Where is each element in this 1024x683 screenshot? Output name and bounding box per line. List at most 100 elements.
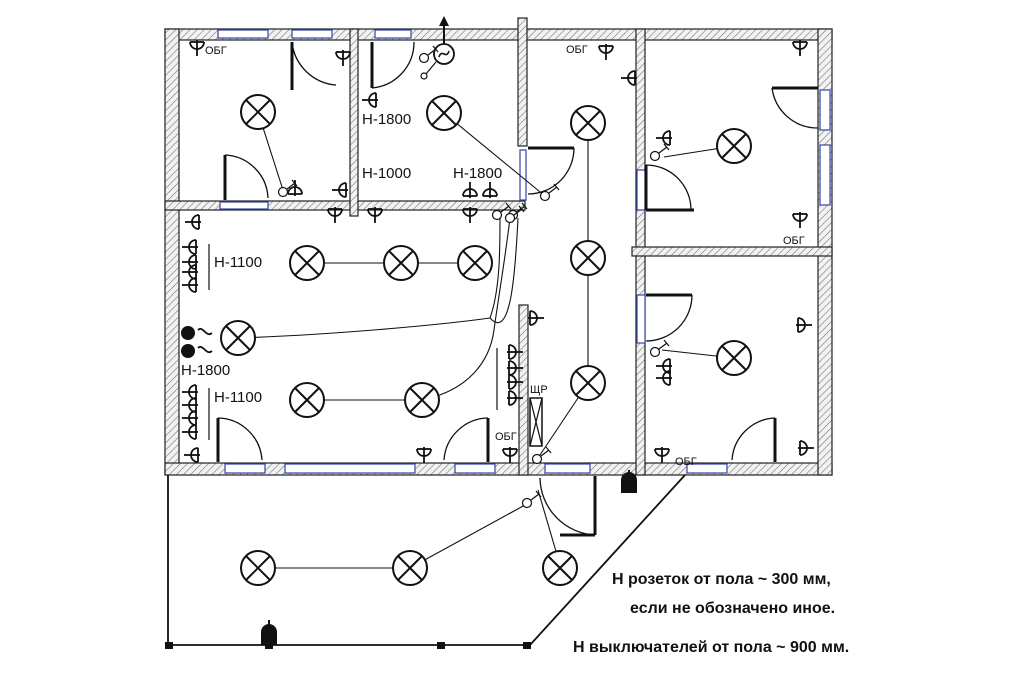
- wall-left: [164, 28, 180, 475]
- lamp-icon: [240, 550, 276, 586]
- wall-mid-right: [631, 246, 833, 257]
- bell-icon: [261, 620, 277, 645]
- installation-notes: Н розеток от пола ~ 300 мм, если не обоз…: [573, 571, 849, 656]
- lamp-icon: [404, 382, 440, 418]
- window-icon: [544, 463, 591, 474]
- wall-mid-left: [164, 200, 526, 211]
- door-icon: [731, 417, 777, 462]
- socket-icon: [182, 239, 198, 255]
- height-label: Н-1800: [181, 362, 230, 379]
- window-icon: [224, 463, 266, 474]
- walls: [164, 17, 833, 476]
- terrace-outline: [165, 474, 686, 649]
- switches: [277, 45, 670, 509]
- lamps: [220, 94, 752, 586]
- socket-icon: [182, 277, 198, 293]
- lamp-icon: [570, 105, 606, 141]
- lamp-icon: [289, 245, 325, 281]
- window-icon: [519, 149, 527, 201]
- fan-icon: [420, 16, 455, 80]
- windows: [217, 29, 831, 474]
- window-icon: [291, 29, 333, 39]
- lamp-icon: [716, 128, 752, 164]
- socket-icon: [182, 424, 198, 440]
- window-icon: [374, 29, 412, 39]
- switch-icon: [539, 183, 560, 202]
- socket-icon: [507, 374, 523, 390]
- door-icon: [223, 154, 269, 200]
- socket-icon: [502, 447, 518, 463]
- switch-icon: [491, 202, 512, 221]
- socket-icon: [362, 92, 378, 108]
- switch-icon: [521, 490, 542, 509]
- panel-icon: [529, 397, 543, 447]
- power-socket-icon: [181, 326, 213, 358]
- obg-label: ОБГ: [495, 431, 517, 443]
- door-icon: [539, 476, 597, 537]
- lamp-icon: [289, 382, 325, 418]
- socket-icon: [189, 40, 205, 56]
- height-label: Н-1800: [362, 111, 411, 128]
- switch-icon: [418, 45, 439, 64]
- socket-icon: [182, 264, 198, 280]
- note-sockets-height: Н розеток от пола ~ 300 мм,: [612, 571, 831, 588]
- socket-icon: [792, 40, 808, 56]
- window-icon: [819, 89, 831, 131]
- switch-icon: [531, 446, 552, 465]
- door-icon: [443, 417, 490, 462]
- obg-label: ОБГ: [783, 235, 805, 247]
- window-icon: [219, 201, 269, 210]
- lamp-icon: [716, 340, 752, 376]
- doors: [216, 41, 819, 537]
- lamp-icon: [570, 240, 606, 276]
- socket-icon: [184, 447, 200, 463]
- wall-v-520: [517, 17, 528, 147]
- door-icon: [771, 86, 819, 129]
- lamp-icon: [392, 550, 428, 586]
- door-icon: [290, 41, 337, 90]
- height-label: Н-1100: [214, 389, 262, 406]
- switch-icon: [649, 339, 670, 358]
- obg-label: ОБГ: [566, 44, 588, 56]
- socket-icon: [327, 207, 343, 223]
- socket-icon: [482, 182, 498, 198]
- socket-icon: [182, 384, 198, 400]
- window-icon: [636, 169, 646, 211]
- height-brackets: [208, 244, 498, 440]
- bell-icon: [621, 470, 637, 493]
- socket-icon: [656, 130, 672, 146]
- socket-icon: [335, 50, 351, 66]
- door-icon: [370, 41, 415, 89]
- socket-icon: [462, 182, 478, 198]
- wires: [237, 111, 735, 569]
- sockets: [182, 40, 814, 463]
- window-icon: [686, 463, 728, 474]
- lamp-icon: [426, 95, 462, 131]
- height-label: Н-1100: [214, 254, 262, 271]
- switch-icon: [504, 205, 525, 224]
- socket-icon: [462, 207, 478, 223]
- labels: ОБГ ОБГ ОБГ ОБГ ОБГ Н-1800 Н-1000 Н-1800…: [181, 44, 805, 468]
- door-icon: [216, 417, 263, 462]
- lamp-icon: [383, 245, 419, 281]
- socket-icon: [416, 447, 432, 463]
- socket-icon: [332, 182, 348, 198]
- door-icon: [645, 293, 693, 342]
- lamp-icon: [220, 320, 256, 356]
- window-icon: [636, 294, 646, 344]
- door-icon: [644, 164, 694, 212]
- socket-icon: [792, 212, 808, 228]
- socket-icon: [654, 447, 670, 463]
- panel-label: ЩР: [530, 384, 548, 396]
- switch-icon: [277, 179, 298, 198]
- socket-icon: [656, 370, 672, 386]
- lamp-icon: [570, 365, 606, 401]
- obg-label: ОБГ: [205, 45, 227, 57]
- socket-icon: [182, 410, 198, 426]
- socket-icon: [182, 397, 198, 413]
- window-icon: [454, 463, 496, 474]
- obg-label: ОБГ: [675, 456, 697, 468]
- height-label: Н-1000: [362, 165, 411, 182]
- height-label: Н-1800: [453, 165, 502, 182]
- window-icon: [819, 144, 831, 206]
